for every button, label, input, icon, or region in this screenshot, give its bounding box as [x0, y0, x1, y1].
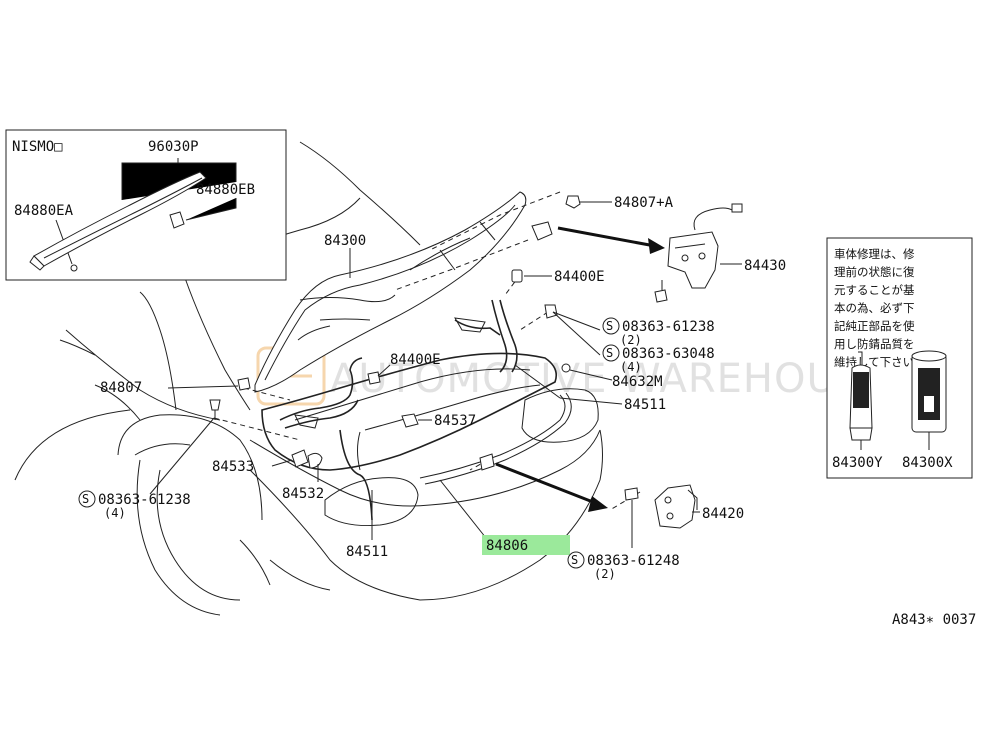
nismo-title: NISMO□: [12, 139, 63, 155]
label-84807: 84807: [100, 380, 142, 396]
callout-arrows: [495, 226, 665, 512]
lock-assembly: [654, 203, 743, 303]
repair-note-box: 車体修理は、修 理前の状態に復 元することが基 本の為、必ず下 記純正部品を使 …: [826, 237, 973, 479]
watermark: AUTOMOTIVE WAREHOUSE: [256, 346, 888, 406]
bolt-label-1: S 08363-61238 (2): [602, 317, 715, 347]
bolt-4-qty: (2): [594, 567, 616, 581]
label-84511-bottom: 84511: [346, 544, 388, 560]
bolt-4-number: 08363-61248: [587, 553, 680, 569]
bolt-4-s: S: [571, 553, 578, 567]
label-84400E-left: 84400E: [390, 352, 441, 368]
bolt-3-s: S: [82, 492, 89, 506]
bolt-label-3: S 08363-61238 (4): [78, 490, 191, 520]
trunk-lid: [254, 191, 527, 393]
label-84300X: 84300X: [902, 455, 953, 471]
striker-assembly: [624, 484, 698, 529]
repair-text-line-1: 車体修理は、修: [834, 247, 915, 261]
label-84420: 84420: [702, 506, 744, 522]
label-84533: 84533: [212, 459, 254, 475]
label-84880EB: 84880EB: [196, 182, 255, 198]
label-84537: 84537: [434, 413, 476, 429]
leader-lines: [149, 201, 742, 548]
label-84400E-right: 84400E: [554, 269, 605, 285]
bolt-1-s: S: [606, 319, 613, 333]
bolt-label-4: S 08363-61248 (2): [567, 551, 680, 581]
small-parts: [209, 195, 581, 471]
repair-text-line-2: 理前の状態に復: [834, 265, 915, 279]
label-84300Y: 84300Y: [832, 455, 883, 471]
label-84806[interactable]: 84806: [486, 538, 528, 554]
bolt-2-qty: (4): [620, 360, 642, 374]
label-84511-right: 84511: [624, 397, 666, 413]
diagram-code: A843∗ 0037: [892, 612, 976, 628]
repair-text-line-5: 記純正部品を使: [834, 319, 915, 333]
nismo-box: NISMO□ 96030P 84880EB 84880EA: [5, 129, 287, 281]
label-84880EA: 84880EA: [14, 203, 74, 219]
bolt-2-number: 08363-63048: [622, 346, 715, 362]
label-84532: 84532: [282, 486, 324, 502]
bolt-3-qty: (4): [104, 506, 126, 520]
sealant-tube-icon: [849, 351, 873, 450]
torsion-bars: [279, 299, 518, 521]
label-84300: 84300: [324, 233, 366, 249]
label-84807-A: 84807+A: [614, 195, 674, 211]
bolt-1-qty: (2): [620, 333, 642, 347]
bolt-label-2: S 08363-63048 (4): [602, 344, 715, 374]
part-labels: 84807+A 84300 84430 84400E 84400E 84807 …: [100, 195, 786, 560]
highlight-84806: [482, 535, 570, 555]
label-96030P: 96030P: [148, 139, 199, 155]
bolt-2-s: S: [606, 346, 613, 360]
repair-text-line-6: 用し防錆品質を: [834, 337, 915, 351]
car-body: [14, 141, 603, 616]
label-84430: 84430: [744, 258, 786, 274]
bolt-3-number: 08363-61238: [98, 492, 191, 508]
spray-can-icon: [911, 350, 947, 450]
label-84632M: 84632M: [612, 374, 663, 390]
bolt-1-number: 08363-61238: [622, 319, 715, 335]
repair-text-line-4: 本の為、必ず下: [834, 301, 915, 315]
repair-text-line-3: 元することが基: [834, 283, 915, 297]
assembly-lines: [213, 191, 641, 511]
bolt-labels: S 08363-61238 (2) S 08363-63048 (4) S 08…: [78, 317, 715, 581]
